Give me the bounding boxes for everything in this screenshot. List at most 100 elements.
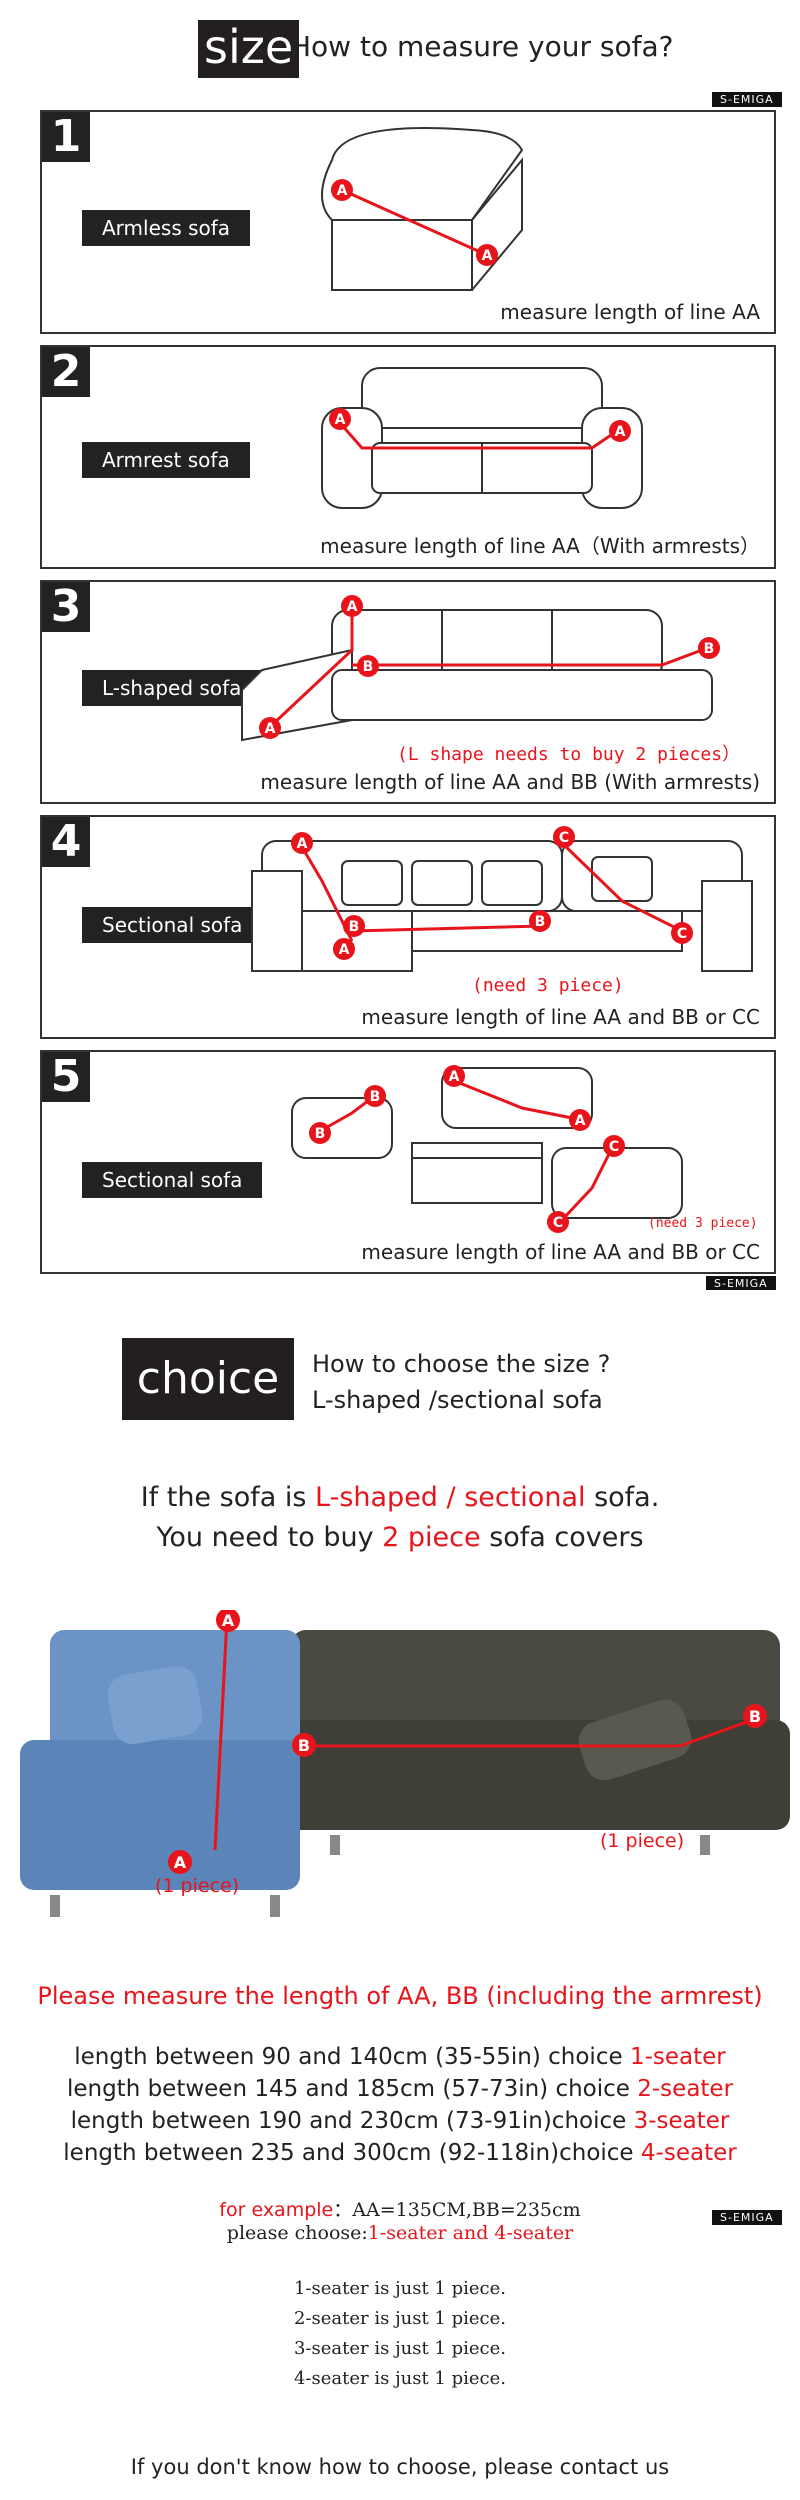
sofa-type-label: L-shaped sofa: [82, 670, 262, 706]
svg-text:B: B: [704, 641, 715, 657]
piece-line: 4-seater is just 1 piece.: [293, 2368, 506, 2389]
choice-tag: choice: [122, 1338, 294, 1420]
measure-instruction: measure length of line AA and BB or CC: [361, 1005, 760, 1029]
marker-c: C: [553, 826, 575, 848]
svg-text:A: A: [575, 1113, 586, 1129]
marker-b: B: [698, 637, 720, 659]
example-label: for example: [219, 2199, 334, 2221]
measure-instruction: measure length of line AA: [500, 300, 760, 324]
example-value: ：AA=135CM,BB=235cm: [333, 2199, 581, 2221]
marker-b: B: [357, 655, 379, 677]
piece-line: 1-seater is just 1 piece.: [293, 2278, 506, 2299]
marker-a: A: [609, 420, 631, 442]
svg-text:A: A: [222, 1611, 235, 1630]
marker-b: B: [743, 1704, 767, 1728]
sofa-type-label: Armless sofa: [82, 210, 251, 246]
size-rule: length between 235 and 300cm (92-118in)c…: [0, 2140, 800, 2166]
choose-value: 1-seater and 4-seater: [367, 2222, 574, 2244]
svg-text:B: B: [349, 919, 360, 935]
size-rule: length between 90 and 140cm (35-55in) ch…: [0, 2044, 800, 2070]
marker-a: A: [341, 595, 363, 617]
svg-text:A: A: [335, 412, 346, 428]
marker-a: A: [333, 938, 355, 960]
marker-c: C: [603, 1135, 625, 1157]
card-armrest: 2 Armrest sofa A A measure length of lin…: [40, 345, 776, 569]
svg-text:C: C: [609, 1139, 619, 1155]
size-rule: length between 145 and 185cm (57-73in) c…: [0, 2076, 800, 2102]
measure-instruction: measure length of line AA and BB (With a…: [260, 770, 760, 794]
marker-b: B: [364, 1085, 386, 1107]
choice-question: How to choose the size ?: [312, 1350, 611, 1378]
rule-text: length between 90 and 140cm (35-55in) ch…: [74, 2044, 630, 2070]
svg-text:A: A: [449, 1069, 460, 1085]
measure-instruction: measure length of line AA（With armrests）: [320, 534, 760, 558]
step-number: 2: [42, 347, 90, 397]
armless-sofa-illustration: A A: [321, 127, 524, 291]
svg-text:A: A: [615, 424, 626, 440]
text-segment: sofa covers: [480, 1522, 644, 1553]
text-segment: sofa.: [585, 1482, 660, 1513]
marker-a: A: [291, 832, 313, 854]
piece-label-right: (1 piece): [600, 1830, 685, 1852]
piece-label-left: (1 piece): [155, 1875, 240, 1897]
l-shaped-sofa-illustration: A A B B: [241, 595, 720, 742]
rule-seat: 4-seater: [640, 2140, 737, 2166]
buy-line: You need to buy 2 piece sofa covers: [0, 1522, 800, 1553]
card-sectional-1: 4 Sectional sofa A A B B C C (need 3 pie…: [40, 815, 776, 1039]
step-number: 1: [42, 112, 90, 162]
card-sectional-2: 5 Sectional sofa B B A A C C (need 3 pie…: [40, 1050, 776, 1274]
step-number: 5: [42, 1052, 90, 1102]
measure-title: Please measure the length of AA, BB (inc…: [37, 1982, 763, 2010]
sofa-type-label: Sectional sofa: [82, 907, 263, 943]
svg-text:B: B: [298, 1736, 310, 1755]
svg-text:A: A: [265, 721, 276, 737]
svg-text:A: A: [174, 1853, 187, 1872]
svg-text:A: A: [337, 183, 348, 199]
sofa-type-label: Armrest sofa: [82, 442, 250, 478]
page-title: How to measure your sofa?: [290, 30, 674, 63]
marker-c: C: [671, 922, 693, 944]
step-number: 4: [42, 817, 90, 867]
rule-seat: 1-seater: [629, 2044, 726, 2070]
choose-line: please choose:1-seater and 4-seater: [0, 2222, 800, 2244]
sectional-sofa-illustration: A A B B C C: [251, 826, 753, 972]
card-l-shaped: 3 L-shaped sofa A A B B (L shape needs t…: [40, 580, 776, 804]
marker-b: B: [343, 915, 365, 937]
svg-text:A: A: [339, 942, 350, 958]
piece-line: 2-seater is just 1 piece.: [293, 2308, 506, 2329]
text-highlight: L-shaped / sectional: [315, 1482, 586, 1513]
measure-instruction: measure length of line AA and BB or CC: [361, 1240, 760, 1264]
svg-text:B: B: [363, 659, 374, 675]
rule-text: length between 145 and 185cm (57-73in) c…: [66, 2076, 638, 2102]
piece-line: 3-seater is just 1 piece.: [293, 2338, 506, 2359]
rule-seat: 3-seater: [633, 2108, 730, 2134]
marker-b: B: [292, 1733, 316, 1757]
svg-text:B: B: [535, 914, 546, 930]
svg-text:C: C: [559, 830, 569, 846]
text-segment: You need to buy: [156, 1522, 383, 1553]
sofa-type-label: Sectional sofa: [82, 1162, 263, 1198]
marker-b: B: [309, 1122, 331, 1144]
text-segment: If the sofa is: [140, 1482, 316, 1513]
purchase-note: (need 3 piece): [472, 975, 624, 996]
rule-text: length between 190 and 230cm (73-91in)ch…: [70, 2108, 634, 2134]
svg-text:C: C: [553, 1215, 563, 1231]
marker-a: A: [329, 408, 351, 430]
svg-text:B: B: [370, 1089, 381, 1105]
marker-a: A: [259, 717, 281, 739]
contact-line[interactable]: If you don't know how to choose, please …: [130, 2455, 670, 2479]
svg-text:C: C: [677, 926, 687, 942]
marker-a: A: [569, 1109, 591, 1131]
rule-seat: 2-seater: [637, 2076, 734, 2102]
marker-a: A: [443, 1065, 465, 1087]
brand-badge: S-EMIGA: [712, 2210, 782, 2225]
rule-text: length between 235 and 300cm (92-118in)c…: [63, 2140, 641, 2166]
purchase-note: (L shape needs to buy 2 pieces）: [397, 744, 741, 765]
svg-text:B: B: [749, 1707, 761, 1726]
step-number: 3: [42, 582, 90, 632]
marker-a: A: [476, 244, 498, 266]
text-highlight: 2 piece: [382, 1522, 481, 1553]
marker-a: A: [216, 1610, 240, 1632]
marker-b: B: [529, 910, 551, 932]
marker-a: A: [331, 179, 353, 201]
